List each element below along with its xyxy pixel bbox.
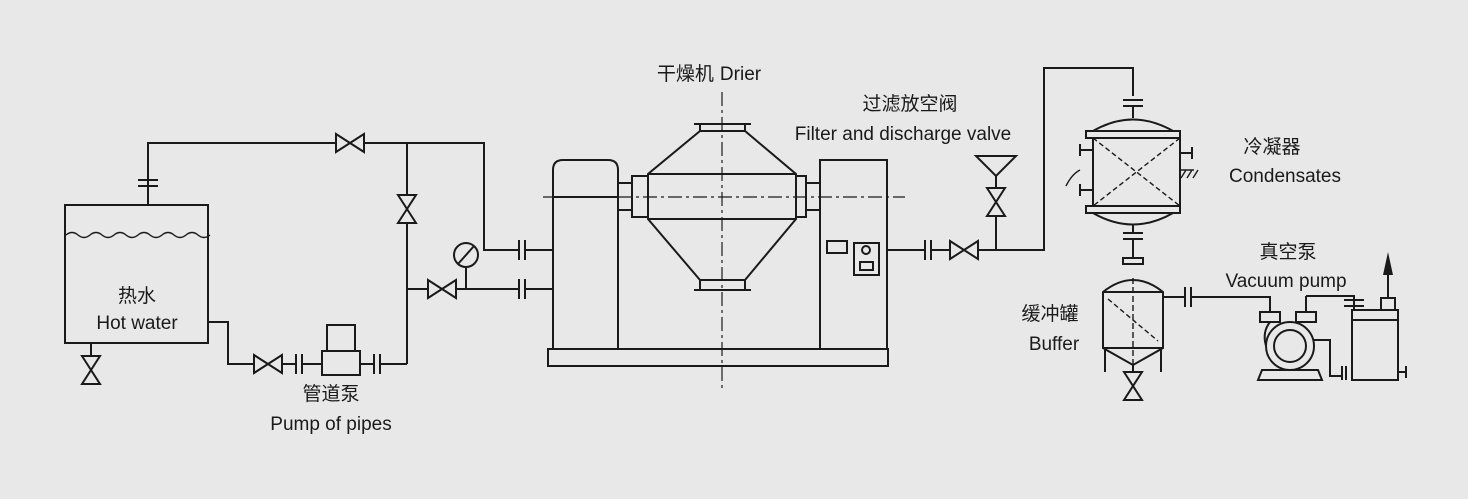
tank-drain-valve xyxy=(81,355,101,385)
filter-valve-label-en: Filter and discharge valve xyxy=(795,124,1012,145)
pipe-pump xyxy=(320,324,374,376)
filter-discharge-valve xyxy=(973,155,1019,217)
drier-inlet-line xyxy=(407,268,553,300)
pipe-pump-label-en: Pump of pipes xyxy=(270,414,391,435)
vacuum-pump xyxy=(1256,252,1407,381)
condenser-label-en: Condensates xyxy=(1229,166,1341,187)
condenser xyxy=(1065,99,1199,265)
buffer-label-en: Buffer xyxy=(1029,334,1080,355)
vacuum-pump-label-en: Vacuum pump xyxy=(1225,271,1346,292)
pressure-gauge xyxy=(453,242,479,268)
vacuum-line-valve xyxy=(949,240,979,260)
vacuum-pump-label-cn: 真空泵 xyxy=(1259,241,1316,263)
buffer-to-pump-line xyxy=(1163,286,1271,312)
hot-water-supply-line xyxy=(208,321,407,375)
hot-water-return-line xyxy=(137,133,553,364)
hot-water-label-cn: 热水 xyxy=(118,285,156,307)
filter-valve-label-cn: 过滤放空阀 xyxy=(862,93,957,115)
pump-inlet-valve xyxy=(253,354,283,374)
hot-water-tank xyxy=(64,204,211,385)
return-valve xyxy=(335,133,365,153)
buffer-drain-valve xyxy=(1123,371,1143,401)
pipe-pump-label-cn: 管道泵 xyxy=(302,383,359,405)
drier-label-en: Drier xyxy=(720,64,762,85)
bypass-valve xyxy=(397,194,417,224)
drier-label-cn: 干燥机 xyxy=(657,63,714,85)
buffer-label-cn: 缓冲罐 xyxy=(1021,303,1078,325)
drier-inlet-valve xyxy=(427,279,457,299)
buffer-tank xyxy=(1102,278,1164,401)
drier-label: 干燥机 Drier xyxy=(657,63,762,85)
hot-water-label-en: Hot water xyxy=(96,313,178,334)
vacuum-line xyxy=(887,67,1134,261)
double-cone-drier xyxy=(543,92,905,388)
condenser-label-cn: 冷凝器 xyxy=(1243,136,1300,158)
